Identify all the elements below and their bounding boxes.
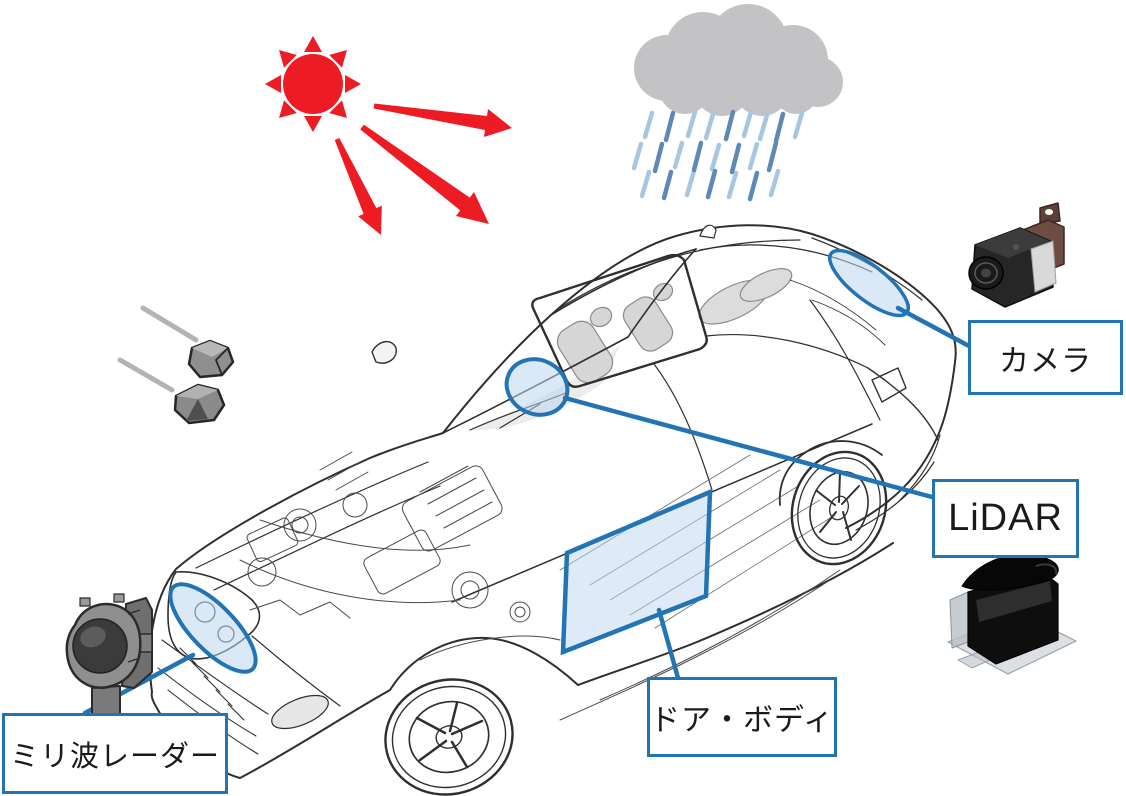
lidar-label-text: LiDAR	[948, 497, 1063, 539]
stone-chips-icon	[117, 305, 235, 425]
rain-dark-drops	[652, 109, 786, 202]
radar-unit-image	[65, 593, 153, 719]
connector-lines	[82, 305, 972, 716]
camera-unit-image	[968, 202, 1065, 308]
door-highlight	[560, 488, 713, 656]
headlight-highlight	[168, 582, 258, 674]
mmwave-radar-label: ミリ波レーダー	[2, 713, 228, 794]
door-body-label-text: ドア・ボディ	[650, 704, 834, 737]
heat-arrows-icon	[334, 103, 512, 235]
sun-icon	[265, 36, 361, 132]
rain-light-drops	[631, 109, 805, 200]
lidar-label: LiDAR	[932, 479, 1079, 558]
camera-label: カメラ	[968, 320, 1123, 395]
mmwave-radar-label-text: ミリ波レーダー	[9, 740, 220, 773]
lidar-unit-image	[947, 553, 1077, 675]
lidar-connector-line	[562, 395, 935, 500]
camera-connector-line	[895, 305, 972, 349]
rain-cloud-icon	[634, 4, 843, 116]
door-body-label: ドア・ボディ	[647, 677, 837, 757]
camera-label-text: カメラ	[999, 344, 1092, 378]
door-connector-line	[656, 607, 681, 681]
